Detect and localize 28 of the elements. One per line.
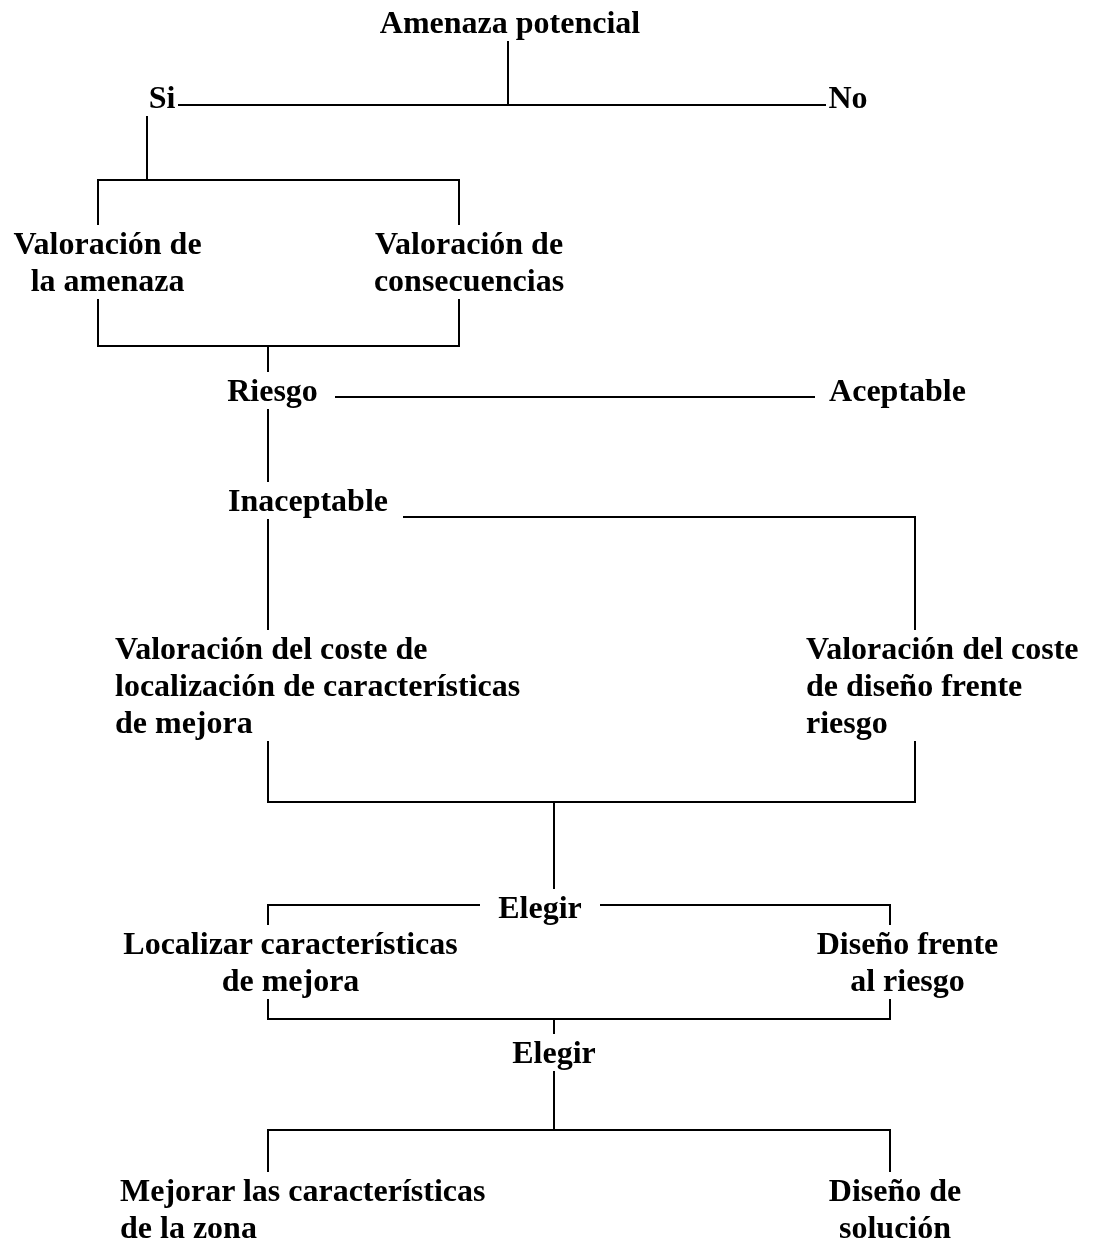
flow-step-text: Valoración de consecuencias xyxy=(372,225,566,299)
flow-step-text: Inaceptable xyxy=(227,482,389,519)
flow-step-text: Valoración de la amenaza xyxy=(12,225,203,299)
connector-line xyxy=(507,40,827,106)
flow-step-text: Aceptable xyxy=(828,372,967,409)
connector-line xyxy=(553,998,891,1035)
connector-line xyxy=(402,516,916,631)
flow-step-text: Amenaza potencial xyxy=(378,4,642,41)
connector-line xyxy=(599,904,891,926)
flow-step-text: Diseño de solución xyxy=(827,1172,963,1246)
flow-step-text: Localizar características de mejora xyxy=(122,925,459,999)
connector-line xyxy=(146,115,460,226)
connector-line xyxy=(267,904,481,926)
flow-step-text: Valoración del coste de localización de características de mejora xyxy=(115,630,522,741)
flow-step-text: Valoración del coste de diseño frente riesgo xyxy=(806,630,1080,741)
connector-line xyxy=(334,396,816,398)
connector-line xyxy=(267,298,460,373)
flow-step-text: Elegir xyxy=(511,1034,597,1071)
flow-step-text: Elegir xyxy=(497,889,583,926)
flow-step-text: Mejorar las características de la zona xyxy=(120,1172,487,1246)
connector-line xyxy=(267,408,269,483)
flow-step-text: No xyxy=(827,79,869,116)
flow-step-text: Riesgo xyxy=(226,372,319,409)
connector-line xyxy=(553,1070,891,1173)
connector-line xyxy=(553,740,916,890)
flow-step-text: Diseño frente al riesgo xyxy=(815,925,1000,999)
flow-step-text: Si xyxy=(147,79,177,116)
connector-line xyxy=(267,518,269,631)
